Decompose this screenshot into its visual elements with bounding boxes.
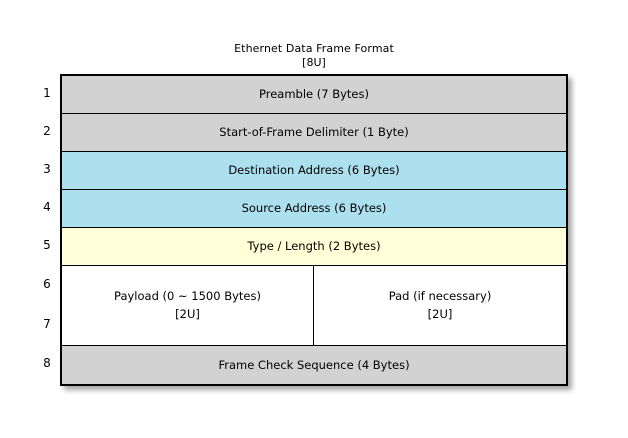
frame-field-label: Pad (if necessary) [388, 289, 492, 304]
frame-field-frame-check-sequence: Frame Check Sequence (4 Bytes) [62, 346, 566, 384]
frame-field-label: Preamble (7 Bytes) [259, 87, 369, 102]
frame-field-label: Frame Check Sequence (4 Bytes) [218, 357, 410, 372]
frame-field-preamble: Preamble (7 Bytes) [62, 76, 566, 114]
frame-field-type-length: Type / Length (2 Bytes) [62, 228, 566, 266]
frame-field-destination-address: Destination Address (6 Bytes) [62, 152, 566, 190]
frame-field-label: Source Address (6 Bytes) [241, 201, 387, 216]
frame-field-start-of-frame-delimiter: Start-of-Frame Delimiter (1 Byte) [62, 114, 566, 152]
page-subtitle: [8U] [302, 55, 326, 69]
frame-field-source-address: Source Address (6 Bytes) [62, 190, 566, 228]
pad-text-group: Pad (if necessary) [2U] [389, 288, 492, 323]
diagram-title-block: Ethernet Data Frame Format [8U] [0, 42, 628, 70]
frame-field-payload-row: Payload (0 ~ 1500 Bytes) [2U] Pad (if ne… [62, 266, 566, 346]
row-number-6: 6 [43, 277, 51, 291]
row-number-2: 2 [43, 124, 51, 138]
frame-field-pad: Pad (if necessary) [2U] [314, 266, 566, 345]
frame-format-table: Preamble (7 Bytes) Start-of-Frame Delimi… [60, 74, 568, 386]
frame-field-annotation: [2U] [427, 306, 453, 321]
frame-field-label: Payload (0 ~ 1500 Bytes) [114, 289, 261, 304]
frame-field-payload: Payload (0 ~ 1500 Bytes) [2U] [62, 266, 314, 345]
page-title: Ethernet Data Frame Format [234, 42, 394, 55]
frame-field-label: Destination Address (6 Bytes) [228, 163, 400, 178]
row-number-7: 7 [43, 317, 51, 331]
row-number-1: 1 [43, 86, 51, 100]
frame-field-label: Start-of-Frame Delimiter (1 Byte) [219, 125, 409, 140]
frame-field-annotation: [2U] [175, 306, 200, 321]
row-number-gutter: 1 2 3 4 5 6 7 8 [36, 74, 58, 382]
row-number-8: 8 [43, 356, 51, 370]
payload-text-group: Payload (0 ~ 1500 Bytes) [2U] [114, 288, 261, 323]
frame-field-label: Type / Length (2 Bytes) [247, 239, 381, 254]
row-number-5: 5 [43, 238, 51, 252]
row-number-3: 3 [43, 162, 51, 176]
row-number-4: 4 [43, 200, 51, 214]
